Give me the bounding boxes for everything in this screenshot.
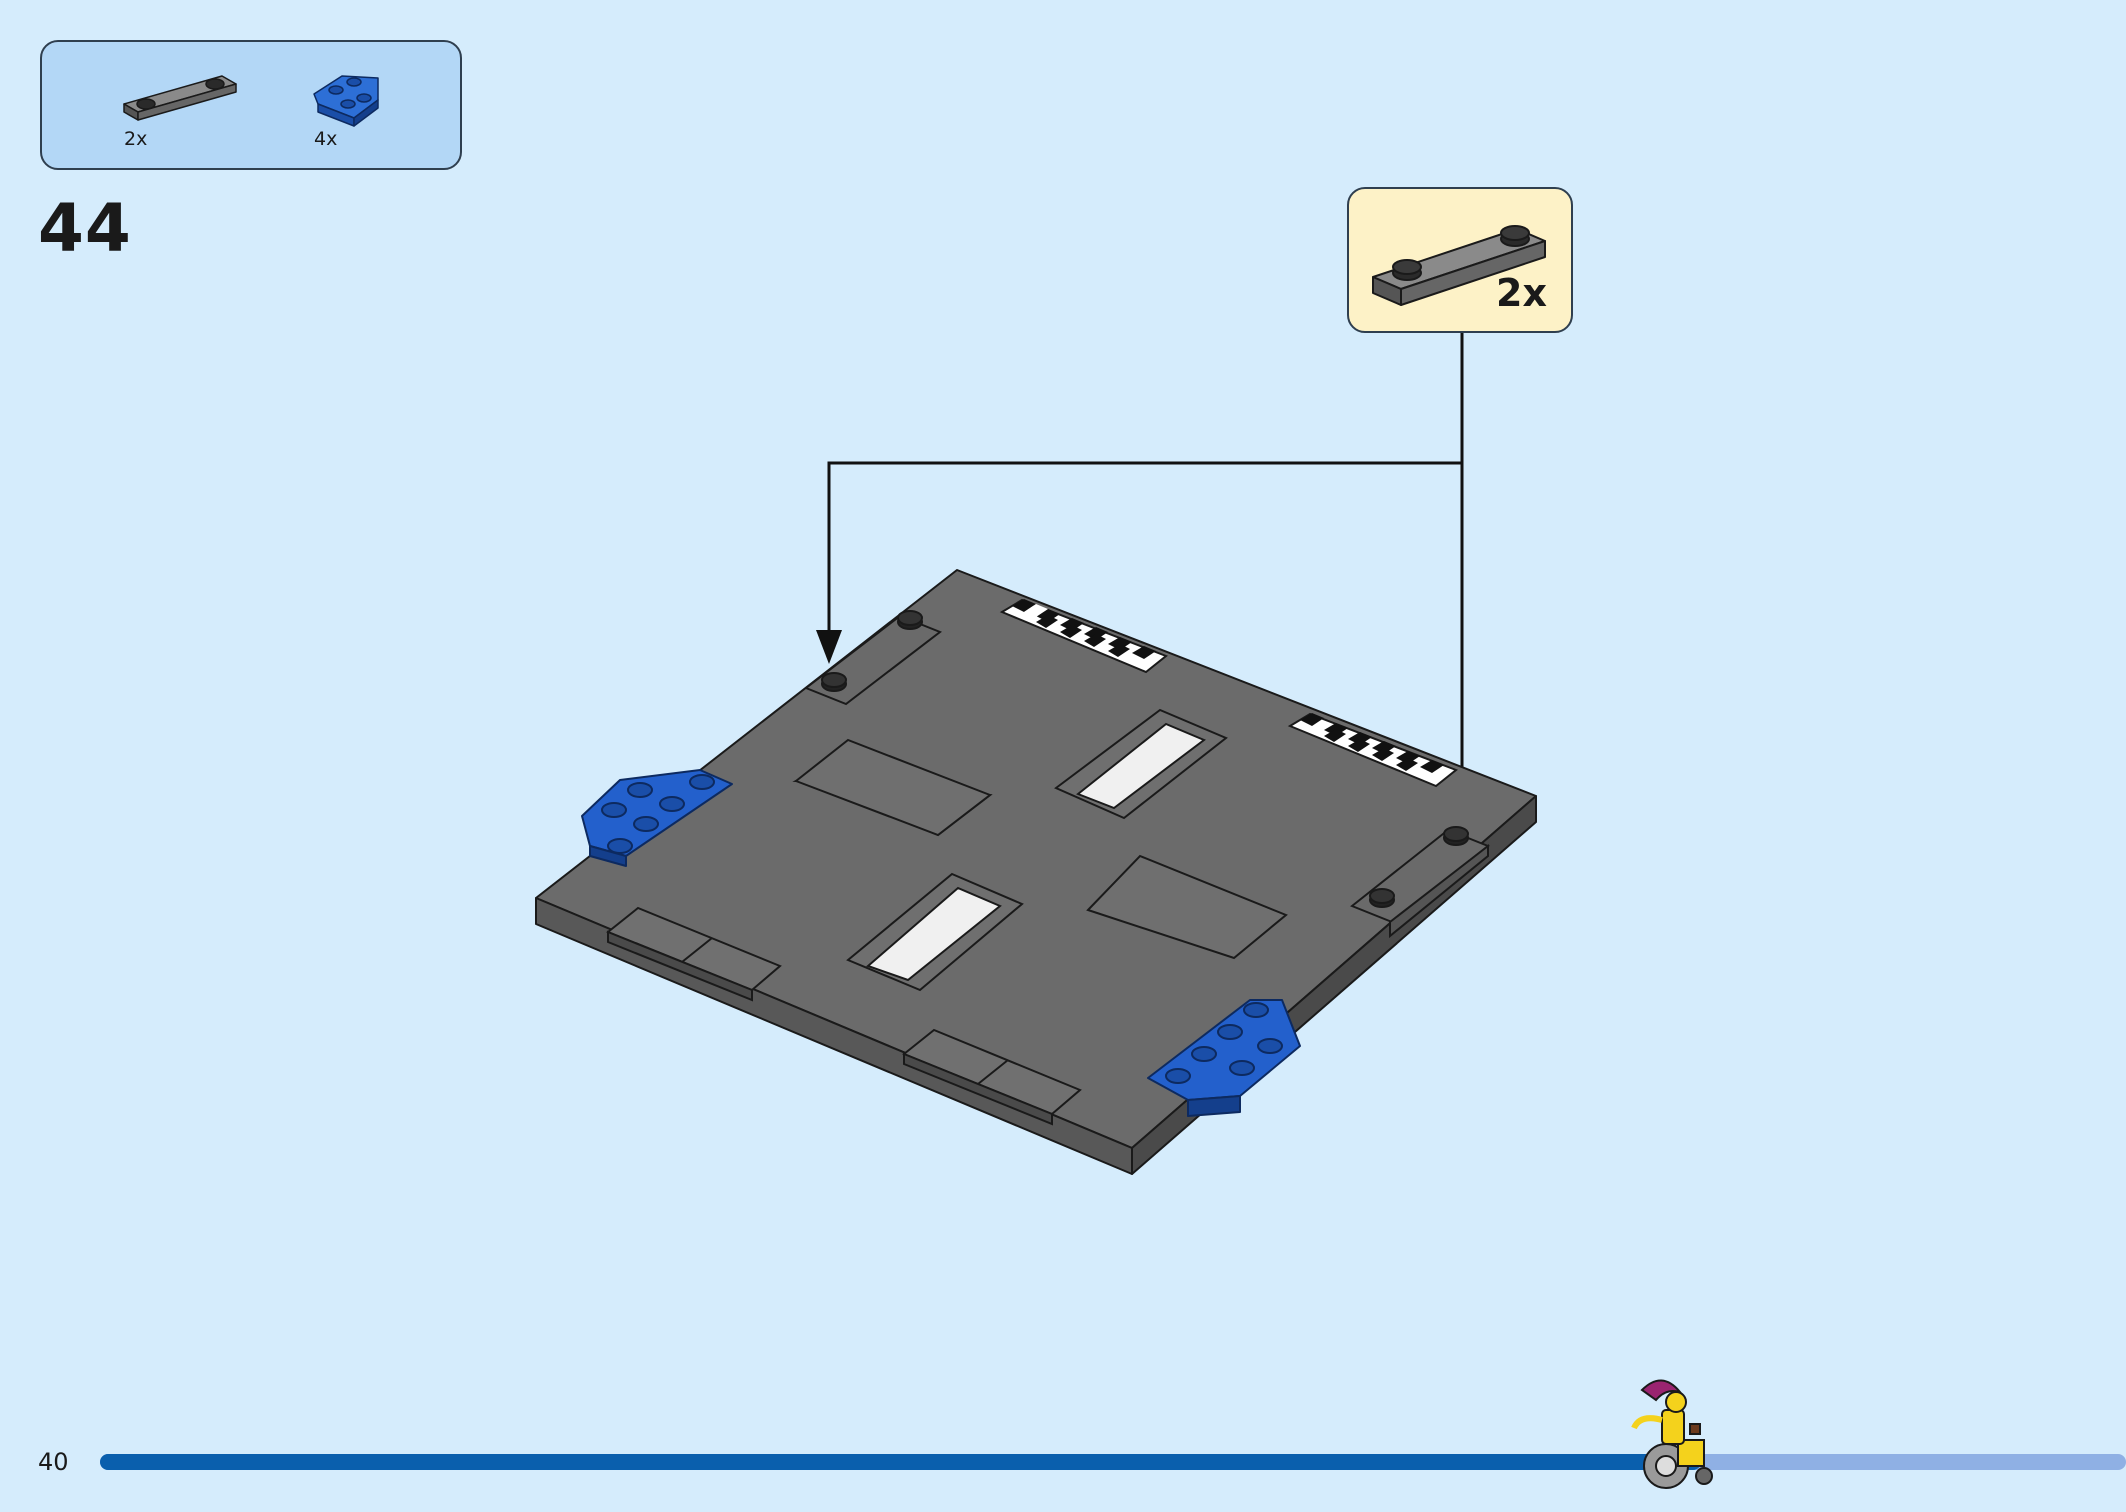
gray-plate-part-icon <box>123 75 237 121</box>
arrow-left <box>816 630 842 664</box>
step-number: 44 <box>38 190 132 267</box>
checkered-strip-top <box>999 598 1168 674</box>
part-quantity-blue: 4x <box>314 128 338 150</box>
parts-list-illustration <box>123 75 379 127</box>
callout-quantity: 2x <box>1496 271 1547 315</box>
front-ledge-left <box>606 906 782 1002</box>
blue-wedge-part-icon <box>313 75 379 127</box>
progress-fill <box>100 1454 1701 1470</box>
minifigure-wheelchair-icon <box>1631 1379 1713 1489</box>
checkered-strip-right <box>1287 712 1458 788</box>
part-quantity-gray: 2x <box>124 128 148 150</box>
front-ledge-right <box>902 1028 1082 1126</box>
blue-wedge-plate-right <box>1147 999 1301 1117</box>
parts-list-panel: 2x 4x <box>40 40 462 170</box>
callout-box: 2x <box>1347 187 1573 333</box>
page-number: 40 <box>38 1448 69 1476</box>
gray-stud-plate-right <box>1350 826 1490 939</box>
stripe-tile-bottom <box>846 872 1024 992</box>
gray-stud-plate-left <box>803 610 943 706</box>
callout-part-illustration <box>1372 225 1546 306</box>
blue-wedge-plate-left <box>581 769 733 867</box>
callout-connector <box>827 333 1464 800</box>
progress-bar <box>100 1454 2126 1470</box>
road-tiles <box>792 738 1288 960</box>
stripe-tile-top <box>1054 708 1228 820</box>
